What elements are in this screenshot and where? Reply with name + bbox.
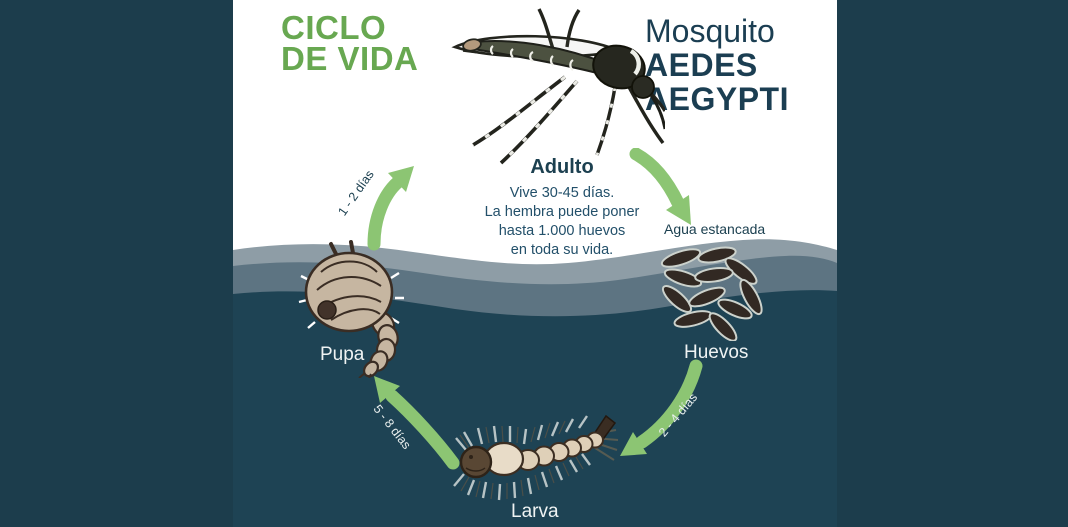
species-title-line1: Mosquito [645, 13, 775, 49]
page-title-line1: CICLO [281, 9, 387, 46]
adulto-description-line: Vive 30-45 días. [509, 185, 615, 201]
stage-label-larva: Larva [511, 501, 559, 522]
adulto-description-line: La hembra puede poner [484, 204, 640, 220]
stage-label-pupa: Pupa [320, 344, 365, 365]
arrow-huevos-to-larva [620, 359, 703, 456]
stage-label-adulto: Adulto [530, 156, 594, 178]
adulto-description: Vive 30-45 días. La hembra puede poner h… [442, 184, 682, 260]
page-title-line2: DE VIDA [281, 40, 419, 77]
species-title: Mosquito AEDES AEGYPTI [645, 14, 789, 116]
arrow-adulto-to-huevos [629, 148, 691, 225]
larva-icon [453, 414, 619, 501]
page-title: CICLO DE VIDA [281, 9, 419, 77]
stage-label-huevos: Huevos [684, 342, 749, 363]
adulto-description-line: en toda su vida. [510, 242, 614, 258]
arrow-pupa-to-adulto [367, 166, 414, 251]
species-title-line3: AEGYPTI [645, 81, 789, 117]
pupa-icon [298, 240, 404, 378]
species-title-line2: AEDES [645, 47, 758, 83]
annotation-agua-estancada: Agua estancada [664, 221, 766, 237]
adult-mosquito-icon [451, 8, 665, 165]
arrow-larva-to-pupa [374, 376, 460, 470]
eggs-cluster-icon [660, 246, 763, 341]
adulto-description-line: hasta 1.000 huevos [498, 223, 626, 239]
